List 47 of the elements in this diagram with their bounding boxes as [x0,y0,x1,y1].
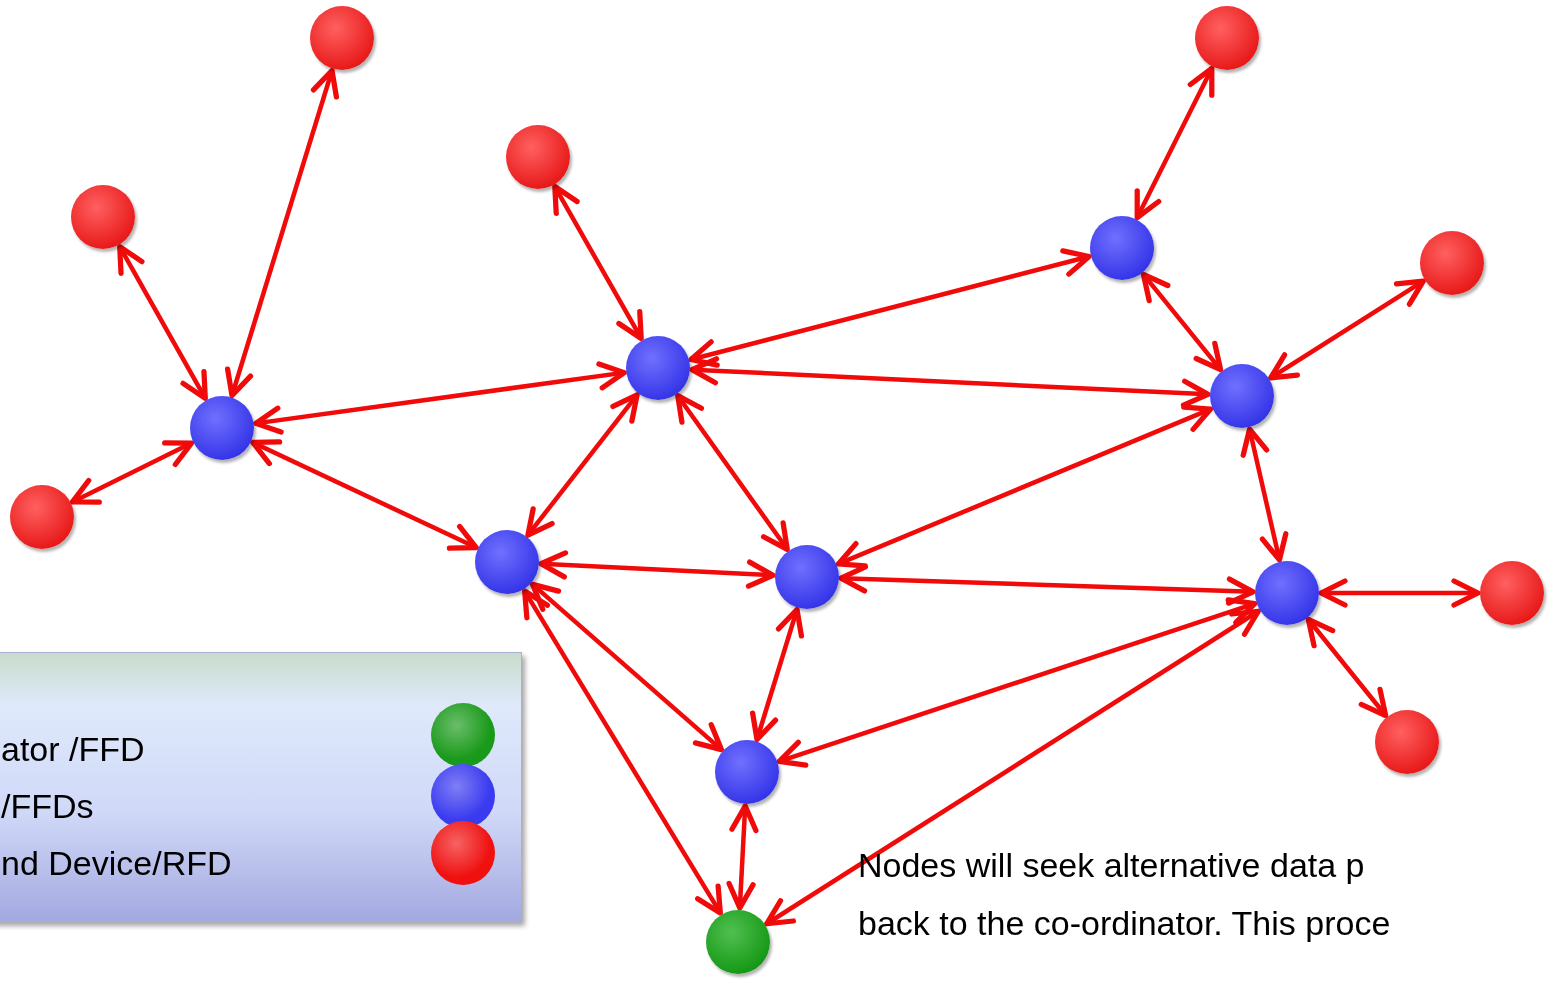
router-node [1210,364,1274,428]
double-arrow [1318,578,1481,608]
double-arrow [250,439,479,551]
double-arrow [552,183,644,342]
double-arrow [835,404,1214,569]
coordinator-node [706,910,770,974]
router-node [626,336,690,400]
end-device-node [1480,561,1544,625]
double-arrow [224,67,340,399]
legend-label: nd Device/RFD [1,843,232,883]
double-arrow [525,392,640,538]
end-device-node [506,125,570,189]
double-arrow [726,803,759,911]
double-arrow [529,581,725,753]
double-arrow [838,564,1256,606]
double-arrow [1240,426,1289,563]
note-text: Nodes will seek alternative data p [858,845,1365,885]
double-arrow [675,393,790,552]
double-arrow [69,440,195,505]
note-text: back to the co-ordinator. This proce [858,903,1391,943]
end-device-node [1375,710,1439,774]
end-device-node [10,485,74,549]
double-arrow [764,608,1261,927]
double-arrow [117,244,208,401]
end-device-node [310,6,374,70]
double-arrow [1268,278,1426,381]
double-arrow [688,248,1092,368]
legend-label: /FFDs [1,786,94,826]
double-arrow [1305,616,1389,719]
router-node [475,530,539,594]
end-device-node [1195,6,1259,70]
double-arrow [1134,65,1215,221]
legend-label: ator /FFD [1,729,145,769]
double-arrow [253,361,627,435]
end-device-node [1420,231,1484,295]
double-arrow [749,606,805,743]
double-arrow [1140,271,1224,373]
router-node [190,396,254,460]
router-node [715,740,779,804]
router-node [1090,216,1154,280]
double-arrow [776,597,1258,768]
end-device-node [71,185,135,249]
double-arrow [538,550,776,589]
double-arrow [689,356,1211,408]
router-node [1255,561,1319,625]
router-node [775,545,839,609]
double-arrow [522,588,723,916]
